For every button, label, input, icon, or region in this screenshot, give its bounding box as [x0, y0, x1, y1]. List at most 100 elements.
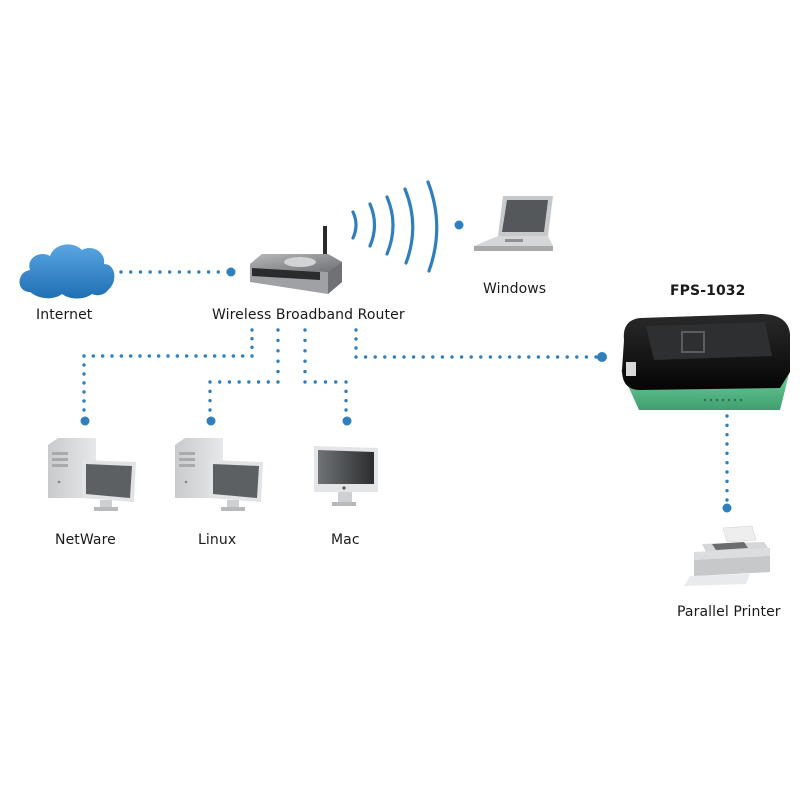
link-dot [247, 380, 251, 384]
link-endpoint-netware [80, 416, 90, 426]
links [80, 220, 732, 513]
node-label-mac: Mac [331, 532, 360, 548]
link-dot [110, 354, 114, 358]
link-dot [276, 380, 280, 384]
link-dot [82, 363, 86, 367]
link-dot [354, 328, 358, 332]
link-router-linux [208, 328, 280, 412]
link-dot [208, 408, 212, 412]
link-dot [725, 451, 729, 456]
link-dot [469, 355, 473, 359]
link-dot [354, 355, 358, 359]
link-dot [303, 359, 307, 363]
link-dot [276, 359, 280, 363]
link-dot [459, 355, 464, 359]
link-dot [725, 488, 729, 493]
link-dot [250, 336, 254, 341]
link-dot [231, 354, 236, 358]
link-dot [100, 354, 105, 358]
link-dot [555, 355, 560, 359]
link-dot [488, 355, 493, 359]
link-dot [725, 470, 729, 474]
link-dot [138, 270, 143, 274]
link-dot [373, 355, 377, 359]
link-dot [216, 270, 220, 274]
link-dot [383, 355, 387, 359]
link-dot [208, 398, 212, 403]
link-dot [725, 460, 729, 465]
link-dot [725, 432, 729, 437]
link-dot [119, 354, 124, 358]
link-dot [517, 355, 521, 359]
link-dot [158, 270, 162, 274]
link-dot [725, 423, 729, 428]
link-dot [363, 355, 368, 359]
link-dot [208, 389, 212, 394]
link-dot [313, 380, 317, 384]
link-dot [82, 381, 86, 385]
link-dot [184, 354, 189, 358]
link-print-server-printer [725, 414, 729, 502]
link-dot [536, 355, 541, 359]
link-dot [237, 380, 241, 384]
link-dot [594, 355, 598, 359]
link-dot [402, 355, 406, 359]
link-router-mac [303, 328, 348, 412]
link-dot [725, 414, 729, 418]
link-dot [218, 380, 222, 384]
link-dot [256, 380, 261, 384]
link-dot [148, 270, 152, 274]
link-dot [440, 355, 445, 359]
link-dot [565, 355, 569, 359]
link-endpoint-mac [342, 416, 352, 426]
link-dot [303, 380, 307, 384]
link-dot [354, 346, 358, 350]
link-dot [147, 354, 152, 358]
desktop-pc-icon [48, 438, 136, 511]
link-dot [227, 380, 232, 384]
link-dot [344, 380, 348, 384]
link-dot [194, 354, 198, 358]
link-dot [323, 380, 328, 384]
link-dot [334, 380, 338, 384]
link-dot [177, 270, 182, 274]
link-dot [354, 337, 358, 341]
link-dot [222, 354, 226, 358]
link-dot [725, 442, 729, 446]
node-label-windows: Windows [483, 281, 547, 297]
node-label-linux: Linux [198, 532, 237, 548]
link-dot [206, 270, 211, 274]
link-dot [344, 408, 348, 412]
link-dot [303, 369, 307, 374]
link-dot [527, 355, 531, 359]
node-label-print-server: FPS-1032 [670, 283, 746, 299]
link-dot [303, 338, 307, 343]
link-dot [498, 355, 502, 359]
imac-icon [314, 446, 378, 506]
link-dot [276, 349, 280, 353]
link-dot [203, 354, 208, 358]
link-dot [479, 355, 483, 359]
laptop-icon [474, 196, 553, 251]
link-dot [250, 354, 254, 358]
link-dot [119, 270, 123, 274]
node-label-printer: Parallel Printer [677, 604, 781, 620]
cloud-icon [19, 244, 115, 299]
link-dot [138, 354, 142, 358]
link-dot [344, 389, 348, 394]
link-dot [240, 354, 245, 358]
link-dot [392, 355, 397, 359]
link-dot [82, 399, 86, 403]
link-dot [187, 270, 191, 274]
link-dot [250, 345, 254, 350]
link-dot [575, 355, 579, 359]
link-dot [175, 354, 180, 358]
link-dot [250, 328, 254, 332]
link-dot [208, 380, 212, 384]
link-dot [507, 355, 512, 359]
link-dot [725, 498, 729, 502]
node-label-netware: NetWare [55, 532, 116, 548]
link-dot [156, 354, 161, 358]
link-endpoint-print-server [597, 352, 607, 362]
